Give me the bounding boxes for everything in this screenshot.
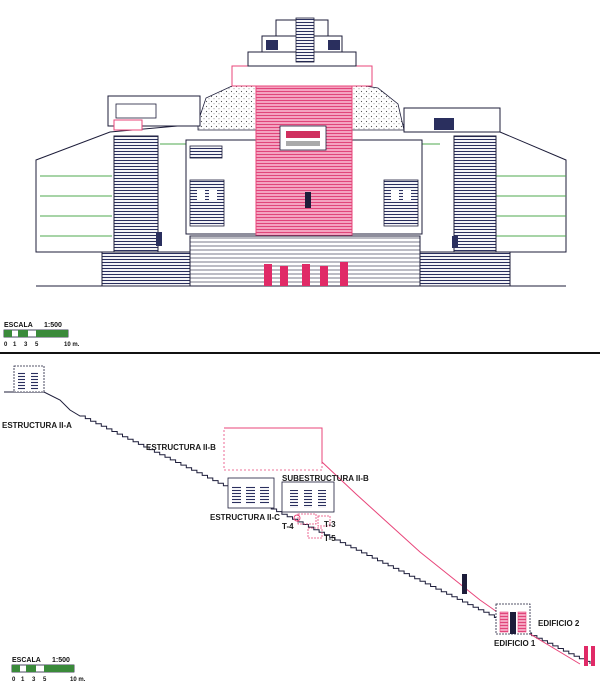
svg-text:10 m.: 10 m. [70, 677, 86, 683]
svg-text:5: 5 [35, 342, 39, 348]
label-estructura-ii-b: ESTRUCTURA II-B [146, 443, 216, 452]
scale-ratio: 1:500 [44, 322, 62, 329]
svg-text:3: 3 [24, 342, 28, 348]
section-scale: ESCALA 1:500 0 1 3 5 10 m. [11, 657, 86, 683]
stele-section [462, 574, 467, 594]
right-tower-body [453, 135, 497, 253]
base-left [101, 251, 191, 287]
tombs [297, 513, 331, 539]
temple-ii-c [227, 477, 275, 509]
rubble-right [351, 83, 405, 131]
cross-section [4, 365, 595, 666]
svg-text:5: 5 [43, 677, 47, 683]
edificio-1 [495, 603, 531, 635]
label-t4: T-4 [282, 522, 294, 531]
rubble-left [197, 83, 257, 131]
left-tower-body [113, 135, 159, 253]
svg-text:1: 1 [13, 342, 17, 348]
roof-comb [231, 17, 373, 87]
label-estructura-ii-a: ESTRUCTURA II-A [2, 421, 72, 430]
subestructura-ii-b [281, 481, 335, 513]
front-elevation [35, 17, 567, 287]
label-subestructura-ii-b: SUBESTRUCTURA II-B [282, 474, 369, 483]
label-edificio-2: EDIFICIO 2 [538, 619, 580, 628]
label-estructura-ii-c: ESTRUCTURA II-C [210, 513, 280, 522]
section-labels: ESTRUCTURA II-A ESTRUCTURA II-B SUBESTRU… [2, 421, 580, 648]
section-scale-title: ESCALA [12, 657, 41, 664]
label-t5: T-5 [324, 534, 336, 543]
scale-title: ESCALA [4, 322, 33, 329]
svg-text:0: 0 [12, 677, 16, 683]
elevation-scale: ESCALA 1:500 0 1 3 5 10 m. [3, 322, 80, 348]
section-stelae [584, 646, 595, 666]
svg-text:1: 1 [21, 677, 25, 683]
label-t3: T-3 [324, 520, 336, 529]
temple-ii-a [13, 365, 45, 393]
svg-text:3: 3 [32, 677, 36, 683]
central-temple [255, 85, 353, 237]
svg-text:0: 0 [4, 342, 8, 348]
base-right [419, 251, 511, 287]
section-scale-ratio: 1:500 [52, 657, 70, 664]
estructura-ii-b-outline [223, 427, 323, 471]
label-edificio-1: EDIFICIO 1 [494, 639, 536, 648]
stelae [264, 262, 348, 286]
svg-text:10 m.: 10 m. [64, 342, 80, 348]
